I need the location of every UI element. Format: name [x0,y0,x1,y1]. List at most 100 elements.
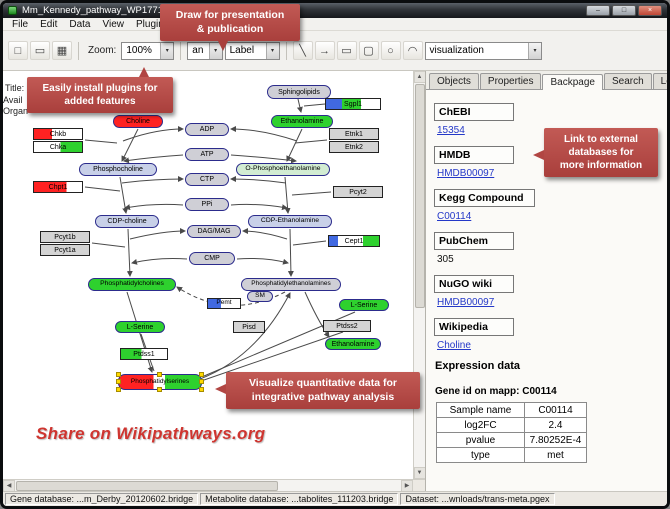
pathway-node-etnk1[interactable]: Etnk1 [329,128,379,140]
pathway-node-pcyt2[interactable]: Pcyt2 [333,186,383,198]
maximize-button[interactable]: □ [612,5,636,16]
pathway-node-ptdss1[interactable]: Ptdss1 [120,348,168,360]
pathway-node-cdp-ethanolamine[interactable]: CDP-Ethanolamine [248,215,332,228]
pathway-node-l-serine-left[interactable]: L-Serine [115,321,165,333]
pathway-node-phosphatidylethanolamines[interactable]: Phosphatidylethanolamines [241,278,341,291]
pathway-edge [84,186,121,192]
chevron-down-icon[interactable]: ▾ [160,42,174,59]
pathway-node-adp[interactable]: ADP [185,123,229,136]
selection-handle[interactable] [116,372,121,377]
backpage-link[interactable]: 15354 [437,125,465,136]
vertical-scrollbar[interactable]: ▲ ▼ [413,71,426,479]
pathway-node-pemt[interactable]: Pemt [207,298,241,309]
selection-handle[interactable] [157,372,162,377]
save-icon[interactable]: ▦ [52,41,72,60]
backpage-link[interactable]: Choline [437,340,471,351]
label-combo[interactable]: Label ▾ [224,41,280,60]
selection-handle[interactable] [157,387,162,392]
menu-item-file[interactable]: File [12,18,29,30]
selection-handle[interactable] [116,379,121,384]
backpage-link[interactable]: C00114 [437,211,472,222]
pathway-node-ppi[interactable]: PPi [185,198,229,211]
pathway-node-chka[interactable]: Chka [33,141,83,153]
selection-handle[interactable] [199,372,204,377]
pathway-node-choline[interactable]: Choline [113,115,163,128]
tab-properties[interactable]: Properties [479,73,542,89]
menu-item-data[interactable]: Data [69,18,91,30]
scroll-up-icon[interactable]: ▲ [413,71,426,83]
pathway-node-atp[interactable]: ATP [185,148,229,161]
pathway-node-cmp[interactable]: CMP [189,252,235,265]
pathway-node-pisd[interactable]: Pisd [233,321,265,333]
menu-bar: FileEditDataViewPluginsHelp [3,18,667,31]
callout-line: Easily install plugins for [42,83,158,94]
menu-item-edit[interactable]: Edit [40,18,58,30]
table-cell: pvalue [436,432,525,448]
scroll-left-icon[interactable]: ◀ [3,479,15,492]
chevron-down-icon[interactable]: ▾ [528,42,542,59]
pathway-node-phosphatidylserines[interactable]: Phosphatidylserines [116,372,204,392]
pathway-node-etnk2[interactable]: Etnk2 [329,141,379,153]
zoom-combo[interactable]: 100% ▾ [121,41,175,60]
pathway-node-phosphatidylcholines[interactable]: Phosphatidylcholines [88,278,176,291]
menu-item-plugins[interactable]: Plugins [135,18,169,30]
line-tool-icon[interactable]: ╲ [292,41,313,60]
selection-handle[interactable] [199,379,204,384]
pathway-node-cdp-choline[interactable]: CDP-choline [95,215,159,228]
pathway-node-chkb[interactable]: Chkb [33,128,83,140]
node-label: Ptdss2 [336,322,358,330]
callout-pointer [218,41,228,52]
pathway-node-l-serine-right[interactable]: L-Serine [339,299,389,311]
tab-backpage[interactable]: Backpage [542,74,603,90]
horizontal-scrollbar[interactable]: ◀ ▶ [3,479,425,492]
scroll-right-icon[interactable]: ▶ [401,479,413,492]
close-button[interactable]: × [638,5,662,16]
backpage-section-header: Kegg Compound [434,189,535,207]
minimize-button[interactable]: – [586,5,610,16]
arc-tool-icon[interactable]: ◠ [402,41,423,60]
open-file-icon[interactable]: ▭ [30,41,50,60]
backpage-section-header: NuGO wiki [434,275,514,293]
pathway-node-o-phosphoethanolamine[interactable]: O-Phosphoethanolamine [236,163,330,176]
tab-objects[interactable]: Objects [429,73,479,89]
new-file-icon[interactable]: □ [8,41,28,60]
gene-id-line: Gene id on mapp: C00114 [435,386,557,397]
tab-legend[interactable]: Legend [652,73,667,89]
horizontal-scroll-thumb[interactable] [16,480,278,491]
menu-item-view[interactable]: View [102,18,124,30]
pathway-node-ctp[interactable]: CTP [185,173,229,186]
callout-line: Link to external [564,134,638,145]
ellipse-tool-icon[interactable]: ○ [380,41,401,60]
canvas-text: Title: [5,83,25,93]
chevron-down-icon[interactable]: ▾ [265,42,279,59]
pathway-node-ethanolamine-top[interactable]: Ethanolamine [271,115,333,128]
pathway-node-ethanolamine-bottom[interactable]: Ethanolamine [325,338,381,350]
node-label: Chpt1 [48,183,68,191]
pathway-node-dag-mag[interactable]: DAG/MAG [187,225,241,238]
sidebar: ObjectsPropertiesBackpageSearchLegend Ch… [425,71,667,491]
rounded-rect-tool-icon[interactable]: ▢ [358,41,379,60]
backpage-link[interactable]: HMDB00097 [437,297,495,308]
backpage-link[interactable]: HMDB00097 [437,168,495,179]
pathway-edge [122,126,184,142]
pathway-node-pcyt1a[interactable]: Pcyt1a [40,244,90,256]
pathway-node-sgpl1[interactable]: Sgpl1 [325,98,381,110]
pathway-node-chpt1[interactable]: Chpt1 [33,181,83,193]
pathway-node-sm[interactable]: SM [247,291,273,302]
pathway-node-pcyt1b[interactable]: Pcyt1b [40,231,90,243]
tab-search[interactable]: Search [603,73,652,89]
pathway-node-phosphocholine[interactable]: Phosphocholine [79,163,157,176]
pathway-node-cept1[interactable]: Cept1 [328,235,380,247]
selection-handle[interactable] [116,387,121,392]
vertical-scroll-thumb[interactable] [414,84,425,309]
scroll-down-icon[interactable]: ▼ [413,467,426,479]
pathway-node-ptdss2[interactable]: Ptdss2 [323,320,371,332]
arrow-tool-icon[interactable]: → [314,41,335,60]
rect-tool-icon[interactable]: ▭ [336,41,357,60]
selection-handle[interactable] [199,387,204,392]
pathway-node-sphingolipids[interactable]: Sphingolipids [267,85,331,99]
visualization-combo[interactable]: visualization ▾ [424,41,543,60]
